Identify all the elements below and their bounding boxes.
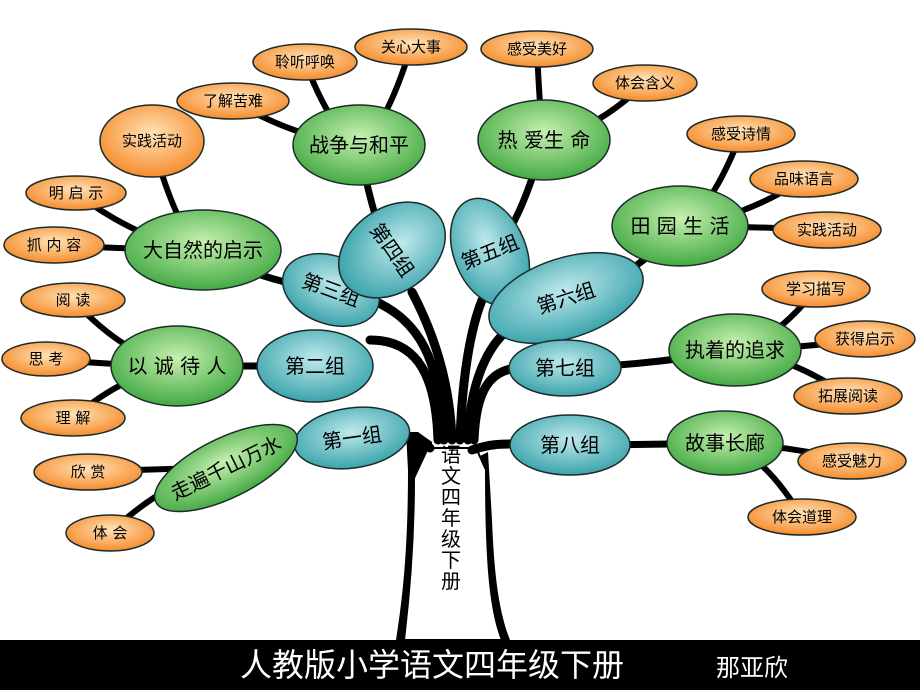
theme-label-5: 热 爱生 命 [498, 128, 591, 152]
trunk-branch-4 [407, 287, 457, 445]
theme-node-7 [668, 313, 802, 387]
group-node-6 [488, 251, 644, 345]
group-node-2 [256, 329, 374, 403]
leaf-label-3-2: 明 启 示 [49, 184, 104, 202]
leaf-label-2-1: 阅 读 [56, 291, 91, 309]
leaf-label-1-2: 体 会 [93, 524, 128, 542]
leaf-node-4-3 [354, 28, 468, 66]
leaf-node-1-2 [65, 514, 155, 552]
leaf-label-2-3: 理 解 [56, 409, 91, 427]
group-label-8: 第八组 [540, 433, 600, 457]
leaf-node-3-3 [3, 226, 105, 264]
leaf-label-2-2: 思 考 [29, 350, 64, 368]
leaf-label-6-3: 实践活动 [797, 221, 857, 239]
trunk-branch-3 [367, 295, 449, 445]
leaf-label-4-3: 关心大事 [381, 38, 441, 56]
theme-node-8 [666, 410, 784, 476]
leaf-node-6-1 [686, 115, 796, 153]
leaf-node-7-2 [814, 320, 916, 358]
leaf-label-3-3: 抓 内 容 [27, 236, 82, 254]
leaf-node-5-2 [592, 64, 698, 102]
group-label-2: 第二组 [285, 354, 345, 378]
leaf-label-1-1: 欣 赏 [71, 463, 106, 481]
leaf-node-7-3 [793, 377, 903, 415]
leaf-node-4-1 [176, 82, 290, 120]
leaf-node-2-1 [20, 282, 126, 318]
leaf-node-2-3 [20, 399, 126, 437]
theme-node-6 [611, 185, 749, 267]
leaf-label-7-2: 获得启示 [835, 330, 895, 348]
group-node-8 [509, 414, 631, 476]
leaf-node-7-1 [761, 270, 871, 308]
theme-node-4 [292, 104, 426, 186]
theme-node-1 [153, 423, 299, 513]
trunk-label: 语文四年级下册 [441, 443, 461, 593]
group-node-7 [508, 339, 622, 397]
theme-node-2 [110, 325, 244, 407]
leaf-label-5-2: 体会含义 [615, 74, 675, 92]
leaf-node-6-2 [749, 160, 859, 198]
theme-label-6: 田 园 生 活 [630, 214, 729, 238]
footer-author: 那亚欣 [716, 654, 788, 682]
theme-label-3: 大自然的启示 [143, 238, 263, 262]
leaf-label-3-1: 实践活动 [122, 132, 182, 150]
leaf-node-5-1 [480, 30, 594, 68]
footer-bar: 人教版小学语文四年级下册 那亚欣 [0, 640, 920, 690]
leaf-node-6-3 [772, 211, 882, 249]
theme-node-5 [477, 99, 611, 181]
leaf-label-7-3: 拓展阅读 [818, 387, 878, 405]
theme-node-3 [124, 209, 282, 291]
leaf-node-1-1 [33, 453, 143, 491]
leaf-label-5-1: 感受美好 [507, 40, 567, 58]
theme-label-4: 战争与和平 [309, 133, 409, 157]
leaf-label-4-2: 聆听呼唤 [275, 53, 335, 71]
trunk-branch-8 [467, 439, 519, 455]
leaf-label-6-1: 感受诗情 [711, 125, 771, 143]
leaf-label-4-1: 了解苦难 [203, 92, 263, 110]
leaf-node-4-2 [252, 43, 358, 81]
leaf-node-8-1 [797, 442, 907, 480]
group-node-4 [337, 201, 447, 299]
theme-label-2: 以 诚 待 人 [127, 354, 226, 378]
leaf-node-2-2 [1, 341, 91, 377]
trunk-branch-5 [455, 295, 487, 445]
leaf-node-3-2 [25, 175, 127, 211]
footer-title: 人教版小学语文四年级下册 [240, 646, 625, 684]
leaf-node-8-2 [747, 498, 857, 536]
theme-label-7: 执着的追求 [685, 338, 785, 362]
leaf-label-8-2: 体会道理 [772, 508, 832, 526]
leaf-label-6-2: 品味语言 [774, 170, 834, 188]
group-label-7: 第七组 [535, 356, 595, 380]
tree-trunk-body [402, 447, 504, 641]
theme-label-8: 故事长廊 [685, 431, 765, 455]
leaf-node-3-1 [99, 104, 205, 178]
leaf-label-7-1: 学习描写 [786, 280, 846, 298]
trunk-branch-2 [365, 335, 443, 445]
leaf-label-8-1: 感受魅力 [822, 452, 882, 470]
